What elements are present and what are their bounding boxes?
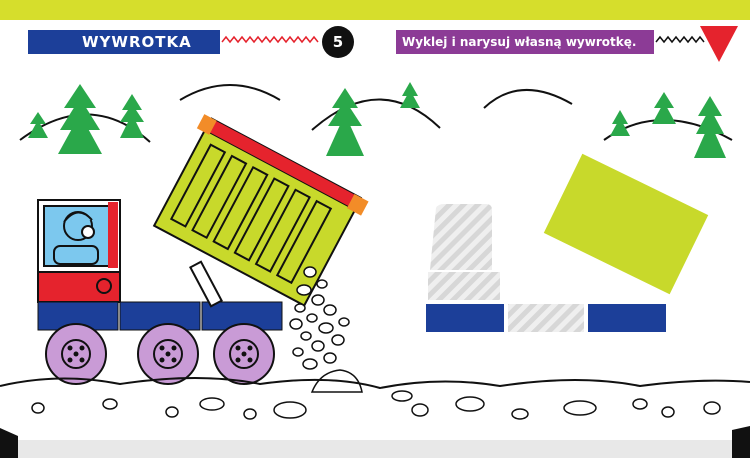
stones-falling	[289, 266, 363, 393]
corner-triangle-icon	[700, 26, 738, 62]
instruction-banner: Wyklej i narysuj własną wywrotkę.	[396, 30, 654, 54]
corner-right-mark	[732, 426, 750, 458]
bottom-strip	[0, 440, 750, 458]
wheel-icon	[213, 323, 275, 385]
instruction-text: Wyklej i narysuj własną wywrotkę.	[402, 35, 637, 49]
tree-icon	[326, 88, 364, 156]
tree-icon	[610, 110, 630, 136]
page-number-badge: 5	[322, 26, 354, 58]
tree-icon	[58, 84, 102, 154]
tree-icon	[400, 82, 420, 108]
sticker-template	[426, 153, 709, 332]
tree-icon	[652, 92, 676, 124]
hill-outline	[179, 84, 281, 101]
zigzag-decoration-right	[655, 35, 705, 44]
wheel-icon	[45, 323, 107, 385]
dump-truck-illustration	[37, 114, 369, 385]
top-stripe	[0, 0, 750, 20]
corner-left-mark	[0, 428, 18, 458]
wheel-icon	[137, 323, 199, 385]
ground-stones	[31, 390, 721, 420]
hill-outline	[483, 88, 573, 109]
zigzag-decoration-left	[221, 35, 319, 44]
page-title: WYWROTKA	[82, 33, 192, 51]
tree-icon	[120, 94, 144, 138]
tree-icon	[28, 112, 48, 138]
title-banner: WYWROTKA	[28, 30, 220, 54]
ground-line	[0, 377, 750, 390]
hill-outline	[311, 98, 441, 131]
tree-icon	[694, 96, 726, 158]
